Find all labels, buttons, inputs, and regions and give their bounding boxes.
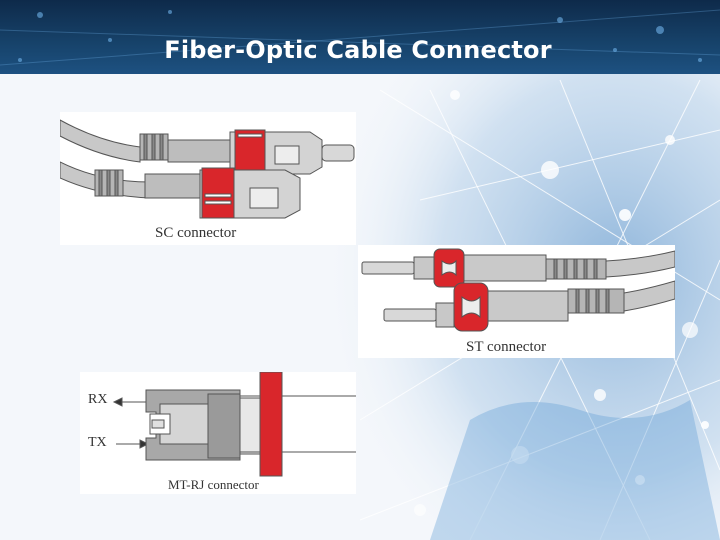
title-bar: Fiber-Optic Cable Connector bbox=[0, 0, 720, 74]
mtrj-connector-figure: RX TX MT-RJ connector bbox=[80, 372, 356, 494]
sc-connector-illustration bbox=[60, 119, 355, 219]
mtrj-connector-illustration bbox=[112, 372, 356, 477]
title-bar-dots bbox=[0, 9, 720, 66]
sc-connector-figure: SC connector bbox=[60, 112, 356, 245]
rx-label: RX bbox=[88, 392, 108, 407]
st-connector-caption: ST connector bbox=[466, 339, 547, 355]
st-connector-illustration bbox=[361, 248, 675, 332]
st-connector-figure: ST connector bbox=[358, 245, 675, 358]
page-title: Fiber-Optic Cable Connector bbox=[164, 36, 552, 64]
mtrj-connector-caption: MT-RJ connector bbox=[168, 477, 259, 492]
sc-connector-caption: SC connector bbox=[155, 225, 237, 241]
tx-label: TX bbox=[88, 435, 107, 450]
